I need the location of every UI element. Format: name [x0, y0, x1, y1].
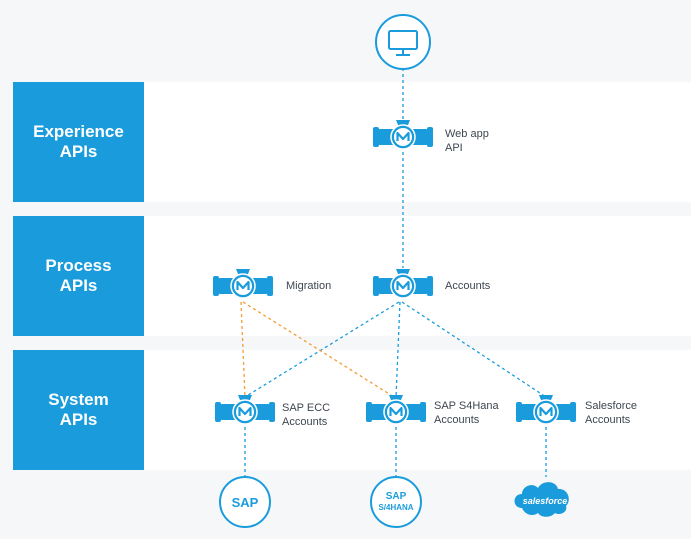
accounts-api-icon	[371, 267, 435, 300]
s4-system-label-line1: SAP	[386, 491, 407, 502]
label-line2: Accounts	[585, 414, 631, 426]
sap-system-label: SAP	[232, 495, 259, 510]
salesforce-system-label: salesforce	[523, 496, 568, 506]
label-line2: API	[445, 142, 463, 154]
label-line1: Migration	[286, 280, 332, 292]
label-line1: SAP S4Hana	[434, 400, 499, 412]
layer-label-line1: Experience	[33, 122, 124, 141]
sap-s4hana-system-icon: SAP S/4HANA	[370, 476, 422, 528]
layer-label-line2: APIs	[59, 276, 98, 295]
label-line1: SAP ECC	[282, 402, 331, 414]
accounts-api-label: Accounts	[445, 279, 490, 293]
layer-label-line1: System	[48, 390, 109, 409]
layer-label-line2: APIs	[59, 410, 98, 429]
orange-connectors	[240, 301, 395, 398]
blue-connectors	[244, 68, 547, 477]
migration-api-icon	[211, 267, 275, 300]
webapp-api-label: Web app API	[445, 127, 489, 155]
sap-s4hana-api-icon	[364, 393, 428, 426]
label-line1: Web app	[445, 128, 489, 140]
sap-ecc-api-icon	[213, 393, 277, 426]
migration-api-label: Migration	[286, 279, 331, 293]
label-line1: Salesforce	[585, 400, 637, 412]
label-line2: Accounts	[434, 414, 480, 426]
layer-label-line1: Process	[45, 256, 112, 275]
salesforce-api-label: Salesforce Accounts	[585, 399, 637, 427]
label-line1: Accounts	[445, 280, 491, 292]
s4-system-label-line2: S/4HANA	[378, 503, 413, 512]
desktop-monitor-icon	[375, 14, 431, 70]
webapp-api-icon	[371, 118, 435, 151]
sap-ecc-api-label: SAP ECC Accounts	[282, 401, 330, 429]
salesforce-cloud-icon: salesforce	[514, 482, 569, 517]
salesforce-api-icon	[514, 393, 578, 426]
sap-system-icon: SAP	[219, 476, 271, 528]
sap-s4hana-api-label: SAP S4Hana Accounts	[434, 399, 499, 427]
layer-label-line2: APIs	[59, 142, 98, 161]
label-line2: Accounts	[282, 416, 328, 428]
